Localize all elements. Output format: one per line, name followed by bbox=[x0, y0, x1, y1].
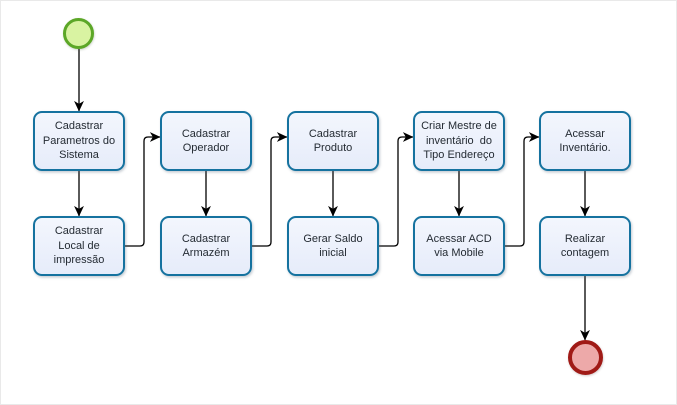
task-label: Acessar Inventário. bbox=[559, 127, 611, 155]
task-label: Realizar contagem bbox=[560, 232, 610, 260]
task-criar-mestre-inventario: Criar Mestre de inventário do Tipo Ender… bbox=[413, 111, 505, 171]
end-event-circle bbox=[568, 340, 603, 375]
task-realizar-contagem: Realizar contagem bbox=[539, 216, 631, 276]
edge-task2-to-task3 bbox=[125, 132, 161, 247]
task-cadastrar-armazem: Cadastrar Armazém bbox=[160, 216, 252, 276]
task-label: Cadastrar Local de impressão bbox=[53, 225, 105, 267]
edge-task4-to-task5 bbox=[252, 132, 288, 247]
task-cadastrar-operador: Cadastrar Operador bbox=[160, 111, 252, 171]
task-gerar-saldo-inicial: Gerar Saldo inicial bbox=[287, 216, 379, 276]
task-label: Acessar ACD via Mobile bbox=[426, 232, 492, 260]
edge-task6-to-task7 bbox=[379, 132, 414, 247]
task-acessar-acd-mobile: Acessar ACD via Mobile bbox=[413, 216, 505, 276]
task-label: Cadastrar Produto bbox=[308, 127, 358, 155]
start-event-circle bbox=[63, 18, 94, 49]
task-acessar-inventario: Acessar Inventário. bbox=[539, 111, 631, 171]
task-cadastrar-parametros-sistema: Cadastrar Parametros do Sistema bbox=[33, 111, 125, 171]
task-label: Cadastrar Parametros do Sistema bbox=[42, 120, 116, 162]
edge-task8-to-task9 bbox=[505, 132, 540, 247]
task-label: Gerar Saldo inicial bbox=[303, 232, 363, 260]
task-label: Cadastrar Armazém bbox=[181, 232, 231, 260]
task-label: Cadastrar Operador bbox=[181, 127, 231, 155]
task-cadastrar-local-impressao: Cadastrar Local de impressão bbox=[33, 216, 125, 276]
task-label: Criar Mestre de inventário do Tipo Ender… bbox=[421, 120, 497, 162]
task-cadastrar-produto: Cadastrar Produto bbox=[287, 111, 379, 171]
